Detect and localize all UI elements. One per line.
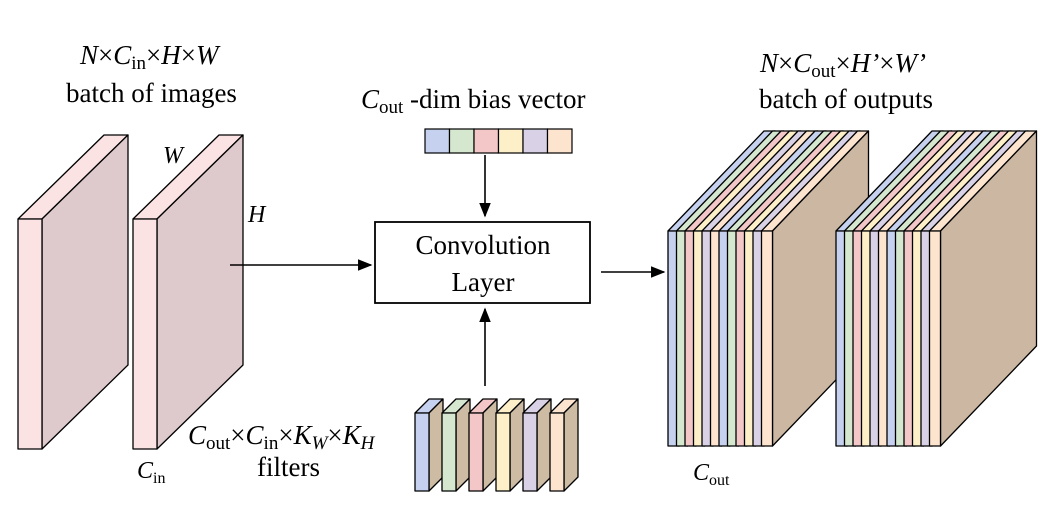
layer-label-line2: Layer xyxy=(452,267,515,297)
input-image-slab xyxy=(17,134,129,450)
bias-cell xyxy=(546,128,573,154)
bias-vector xyxy=(424,128,573,154)
filter-slab xyxy=(441,398,471,492)
output-channel-slab xyxy=(928,130,1038,447)
input-image-slab xyxy=(132,134,244,450)
bias-cell xyxy=(448,128,475,154)
filter-slab xyxy=(522,398,552,492)
filter-slab xyxy=(495,398,525,492)
filter-slab xyxy=(468,398,498,492)
filter-stack xyxy=(414,398,579,492)
input-image-stack xyxy=(17,134,244,450)
filter-slab xyxy=(549,398,579,492)
output-caption: batch of outputs xyxy=(759,84,933,114)
output-shape-label: N×Cout×H’×W’ xyxy=(759,48,926,82)
filter-slab xyxy=(414,398,444,492)
layer-label-line1: Convolution xyxy=(415,230,551,260)
output-channel-label: Cout xyxy=(693,460,730,489)
output-stacks xyxy=(667,130,1038,447)
input-width-label: W xyxy=(163,143,185,169)
output-stack xyxy=(835,130,1038,447)
bias-cell xyxy=(522,128,549,154)
bias-label: Cout -dim bias vector xyxy=(361,84,586,118)
bias-cell xyxy=(497,128,524,154)
input-caption: batch of images xyxy=(66,78,237,108)
bias-cell xyxy=(424,128,451,154)
input-height-label: H xyxy=(247,202,267,228)
filters-shape-label: Cout×Cin×KW×KH xyxy=(188,420,376,454)
input-shape-label: N×Cin×H×W xyxy=(79,40,221,74)
convolution-layer-box xyxy=(374,221,591,304)
input-channel-label: Cin xyxy=(137,458,165,487)
filters-caption: filters xyxy=(257,452,320,482)
bias-cell xyxy=(473,128,500,154)
